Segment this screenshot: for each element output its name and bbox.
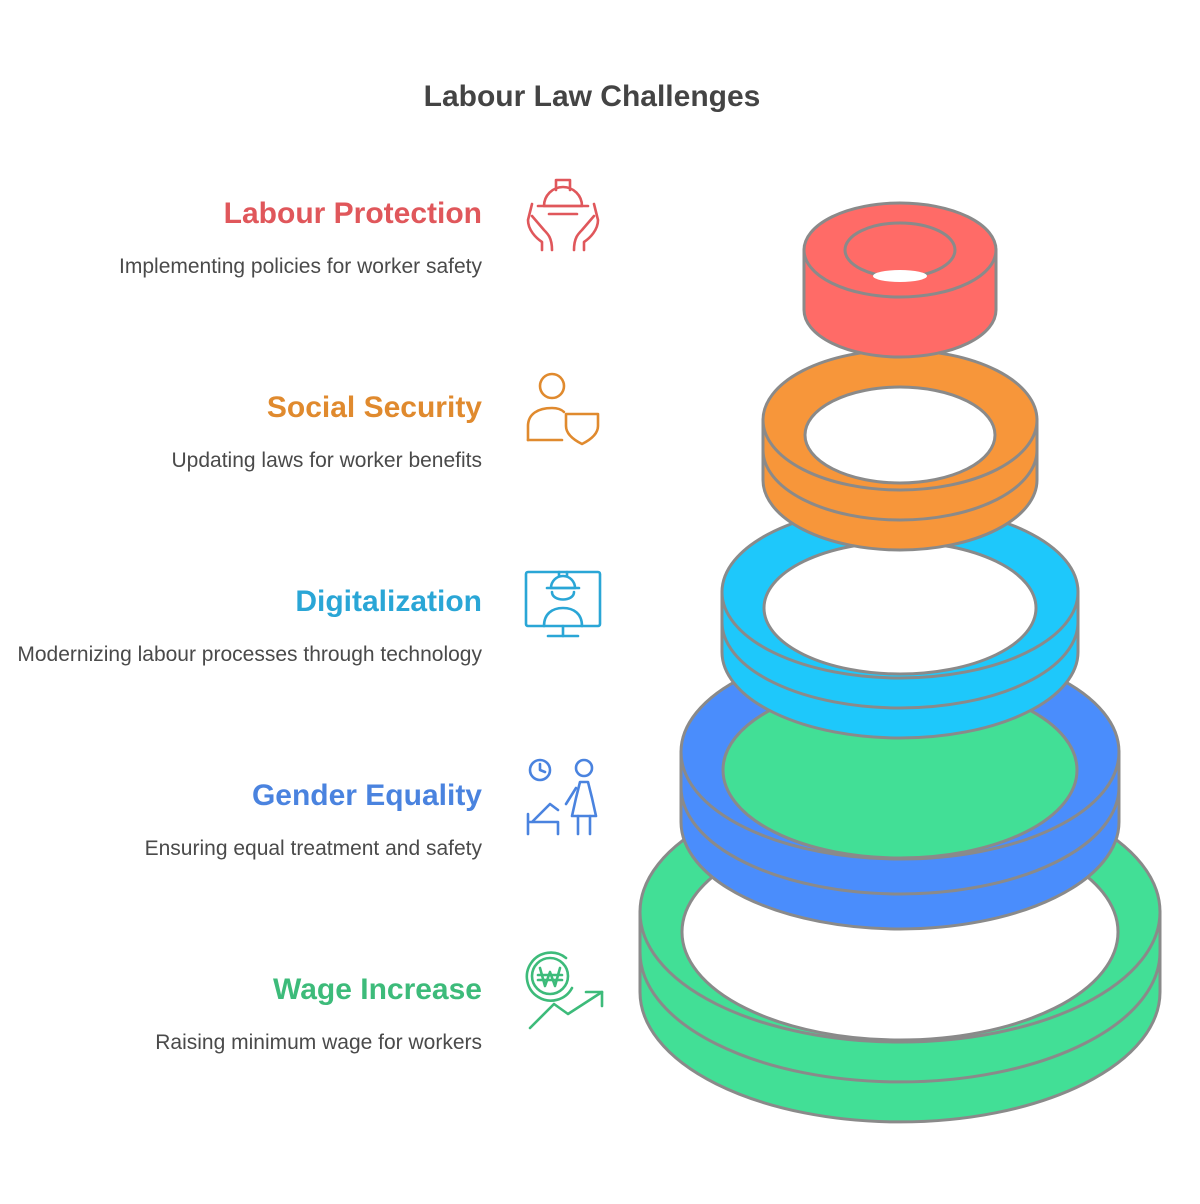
ring-digitalization [720, 504, 1080, 740]
diagram-title: Labour Law Challenges [423, 80, 761, 113]
item-title: Gender Equality [251, 779, 482, 812]
ring-labour-protection [802, 201, 998, 359]
item-digitalization: Digitalization Modernizing labour proces… [12, 584, 482, 669]
item-description: Ensuring equal treatment and safety [144, 837, 482, 860]
item-wage-increase: Wage Increase Raising minimum wage for w… [12, 972, 482, 1057]
item-description: Implementing policies for worker safety [119, 255, 482, 278]
ring-social-security [761, 348, 1039, 552]
person-shield-icon [526, 372, 600, 446]
hands-hardhat-icon [526, 178, 600, 252]
item-social-security: Social Security Updating laws for worker… [12, 390, 482, 475]
won-growth-icon [525, 951, 604, 1030]
item-title: Digitalization [295, 585, 482, 618]
item-title: Labour Protection [223, 197, 482, 230]
item-description: Raising minimum wage for workers [155, 1031, 482, 1054]
item-gender-equality: Gender Equality Ensuring equal treatment… [12, 778, 482, 863]
people-clock-icon [526, 758, 598, 836]
item-title: Social Security [266, 391, 482, 424]
item-labour-protection: Labour Protection Implementing policies … [12, 196, 482, 281]
item-description: Updating laws for worker benefits [171, 449, 482, 472]
monitor-worker-icon [524, 570, 602, 638]
item-description: Modernizing labour processes through tec… [17, 643, 482, 666]
item-title: Wage Increase [273, 973, 482, 1006]
